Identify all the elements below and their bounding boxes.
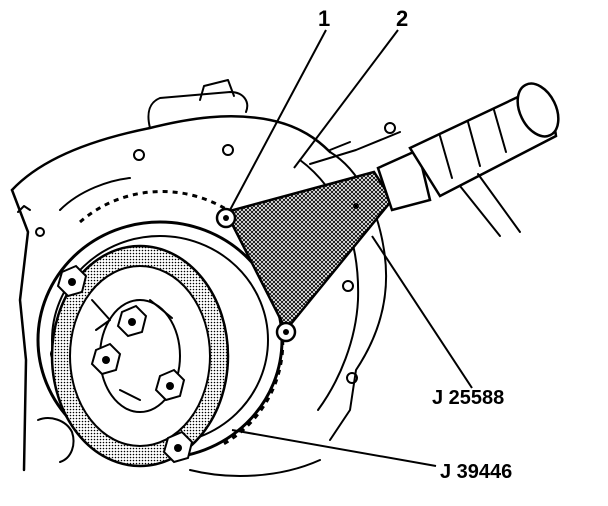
holder-tool-plate bbox=[215, 170, 394, 343]
tool-label-j25588: J 25588 bbox=[432, 387, 504, 409]
leader-lines bbox=[229, 29, 473, 467]
bolt bbox=[154, 368, 186, 402]
bolt bbox=[56, 264, 88, 298]
breaker-bar-handle bbox=[376, 82, 560, 237]
tool-label-j39446: J 39446 bbox=[440, 461, 512, 483]
callout-2: 2 bbox=[396, 6, 408, 31]
callout-1: 1 bbox=[318, 6, 330, 31]
bolt bbox=[116, 304, 148, 338]
flywheel-bolts bbox=[56, 264, 194, 464]
flywheel-face bbox=[50, 244, 230, 468]
bolt bbox=[90, 342, 122, 376]
bolt bbox=[162, 430, 194, 464]
